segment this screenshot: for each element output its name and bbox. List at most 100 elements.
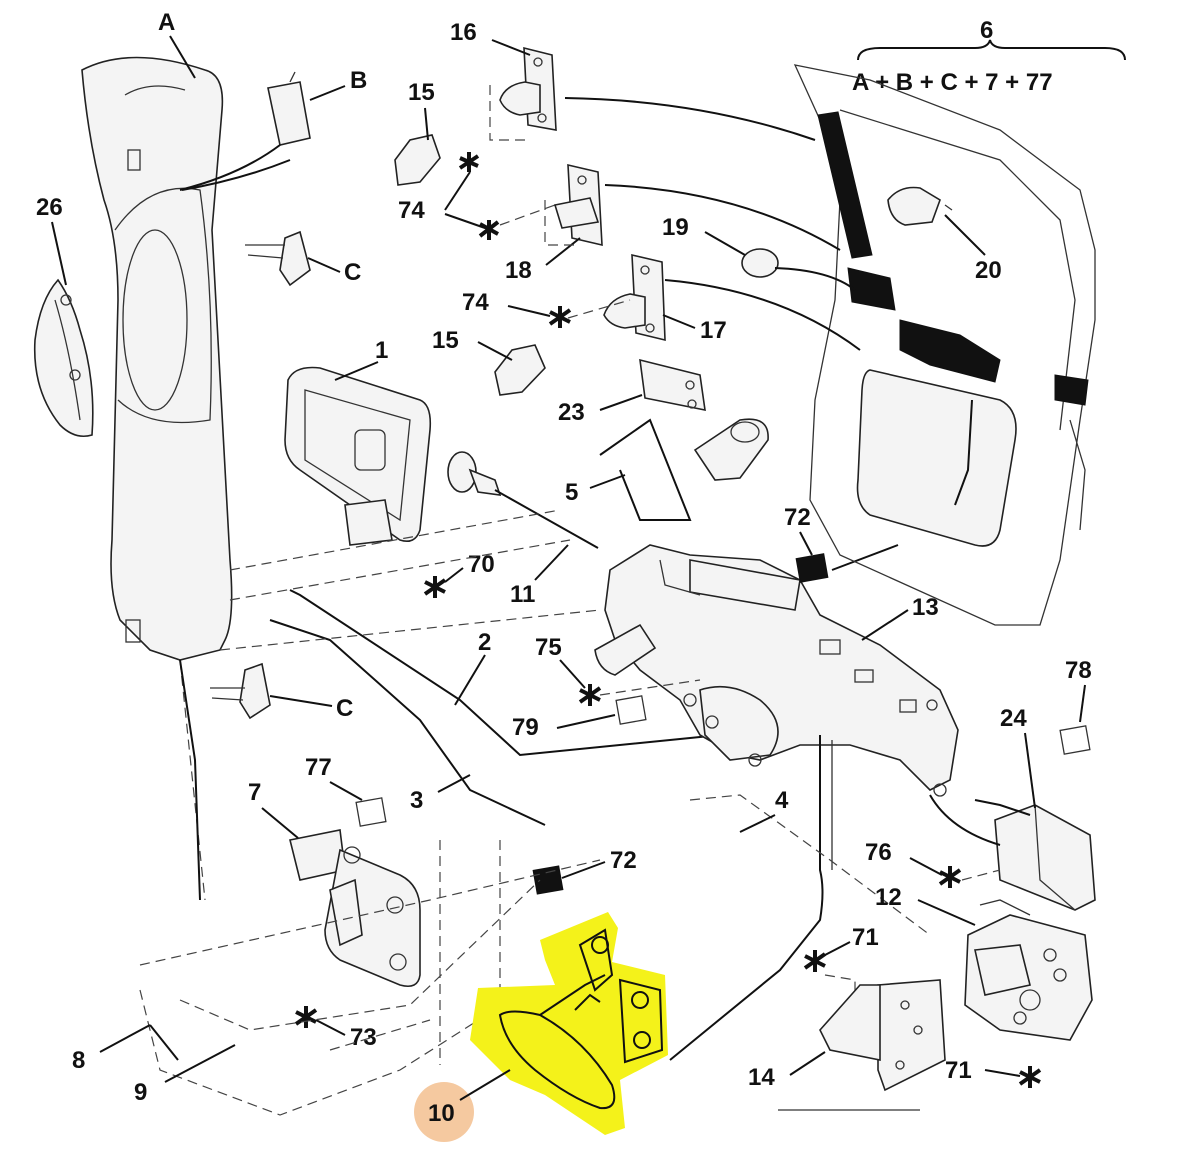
part-12-latch bbox=[964, 899, 1093, 1041]
part-2-rod bbox=[289, 589, 721, 757]
guide-74-mid bbox=[567, 299, 631, 319]
label-a: A bbox=[158, 9, 175, 36]
leader-72-bottom bbox=[561, 861, 606, 879]
part-a-pillar-trim bbox=[81, 56, 233, 901]
leader-71-bottom bbox=[984, 1069, 1021, 1077]
part-78-pad bbox=[1059, 725, 1091, 755]
leader-26 bbox=[51, 221, 67, 286]
part-73-star bbox=[294, 1006, 318, 1028]
label-17: 17 bbox=[700, 317, 727, 344]
part-26-grab-handle bbox=[33, 278, 94, 438]
guide-76 bbox=[961, 869, 1001, 881]
part-74-star-top-2 bbox=[478, 220, 500, 240]
leader-20 bbox=[944, 214, 986, 256]
part-71-star-bottom bbox=[1018, 1066, 1042, 1088]
label-75: 75 bbox=[535, 634, 562, 661]
part-75-star bbox=[578, 684, 602, 706]
part-17-striker bbox=[603, 253, 666, 342]
label-1: 1 bbox=[375, 337, 388, 364]
leader-11 bbox=[534, 544, 569, 581]
part-14-bracket bbox=[819, 979, 946, 1092]
part-13-lock-body bbox=[594, 544, 959, 797]
leader-76 bbox=[909, 857, 943, 876]
part-77-pad bbox=[355, 797, 387, 827]
label-9: 9 bbox=[134, 1079, 147, 1106]
guide-lines bbox=[139, 509, 601, 1051]
label-71-top: 71 bbox=[852, 924, 879, 951]
leader-17 bbox=[662, 314, 696, 329]
header-formula: A + B + C + 7 + 77 bbox=[852, 69, 1053, 96]
part-16-striker bbox=[499, 46, 557, 131]
label-3: 3 bbox=[410, 787, 423, 814]
link-18-door bbox=[604, 184, 841, 251]
label-b: B bbox=[350, 67, 367, 94]
leader-79 bbox=[556, 714, 616, 729]
leader-16 bbox=[491, 39, 531, 56]
label-16: 16 bbox=[450, 19, 477, 46]
guide-18 bbox=[544, 200, 575, 246]
part-11-cable bbox=[447, 451, 599, 549]
label-71-bottom: 71 bbox=[945, 1057, 972, 1084]
part-15-bumper-mid bbox=[494, 344, 546, 396]
part-71-star-top bbox=[803, 950, 827, 972]
label-7: 7 bbox=[248, 779, 261, 806]
link-19-door bbox=[774, 267, 856, 291]
leader-15-top bbox=[424, 107, 429, 141]
label-72-top: 72 bbox=[784, 504, 811, 531]
part-door-panel bbox=[793, 64, 1096, 626]
leader-1 bbox=[334, 361, 379, 381]
leader-2 bbox=[454, 654, 486, 706]
leader-78 bbox=[1079, 684, 1086, 723]
link-16-door bbox=[564, 97, 816, 141]
leader-73 bbox=[315, 1019, 346, 1036]
part-79-pad bbox=[615, 695, 647, 725]
link-24 bbox=[929, 794, 1001, 846]
leader-15-mid bbox=[477, 341, 513, 361]
guide-8 bbox=[139, 989, 511, 1116]
label-8: 8 bbox=[72, 1047, 85, 1074]
leader-77 bbox=[329, 781, 363, 801]
label-14: 14 bbox=[748, 1064, 775, 1091]
link-a-b bbox=[181, 159, 291, 191]
label-11: 11 bbox=[510, 581, 535, 608]
label-23: 23 bbox=[558, 399, 585, 426]
leader-c-top bbox=[307, 257, 341, 273]
leader-c-bottom bbox=[269, 695, 333, 707]
part-10-outer-handle-highlighted bbox=[470, 912, 668, 1135]
label-2: 2 bbox=[478, 629, 491, 656]
part-4-rod bbox=[669, 735, 824, 1061]
part-15-bumper-top bbox=[394, 134, 441, 186]
leader-12 bbox=[917, 899, 976, 926]
leader-74-top-b bbox=[444, 213, 486, 229]
label-26: 26 bbox=[36, 194, 63, 221]
rod-left bbox=[179, 659, 201, 901]
label-78: 78 bbox=[1065, 657, 1092, 684]
leader-7 bbox=[261, 807, 299, 839]
part-19-grommet bbox=[741, 248, 779, 278]
part-roller-hinge bbox=[693, 418, 769, 481]
leader-9 bbox=[164, 1044, 236, 1083]
leader-19 bbox=[704, 231, 746, 256]
part-c-clip-bottom bbox=[210, 662, 271, 720]
label-4: 4 bbox=[775, 787, 789, 814]
guide-16 bbox=[489, 85, 528, 141]
label-24: 24 bbox=[1000, 705, 1027, 732]
link-17-door bbox=[664, 279, 861, 351]
guide-74-top bbox=[499, 204, 556, 226]
leader-74-top-a bbox=[444, 171, 471, 211]
header-number: 6 bbox=[980, 17, 993, 44]
leader-72-top bbox=[799, 531, 813, 556]
part-c-clip-top bbox=[245, 230, 311, 287]
label-12: 12 bbox=[875, 884, 902, 911]
label-70: 70 bbox=[468, 551, 495, 578]
guide-75 bbox=[599, 679, 701, 696]
part-24-module bbox=[974, 799, 1096, 911]
label-c-bottom: C bbox=[336, 695, 353, 722]
leader-24 bbox=[1024, 732, 1036, 809]
label-73: 73 bbox=[350, 1024, 377, 1051]
leader-71-top bbox=[824, 941, 851, 956]
leader-75 bbox=[559, 659, 586, 689]
label-74-top: 74 bbox=[398, 197, 425, 224]
leader-8 bbox=[99, 1024, 151, 1053]
